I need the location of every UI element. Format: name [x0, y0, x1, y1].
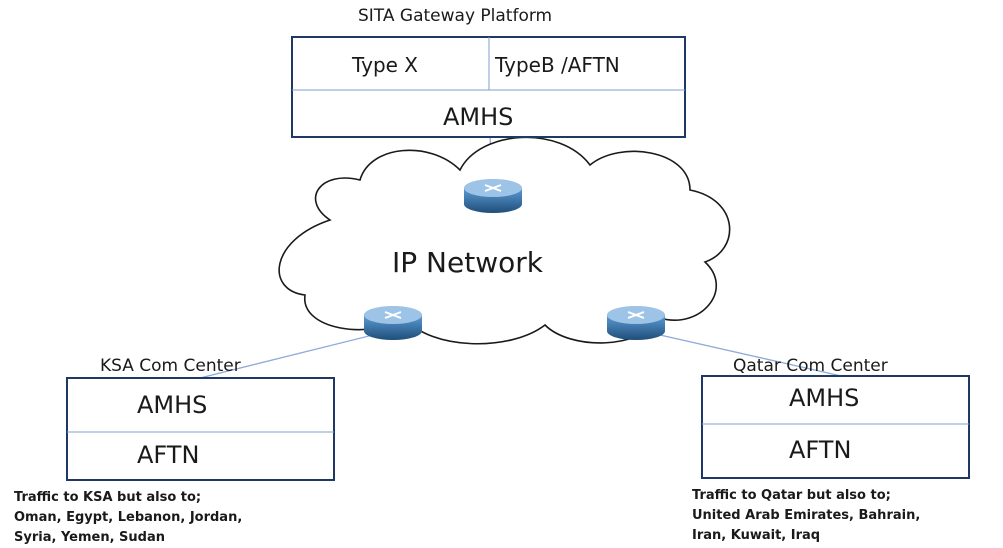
link-qatar-router [637, 329, 851, 379]
router-icon [464, 179, 522, 213]
qatar-traffic-note: Traffic to Qatar but also to; United Ara… [692, 486, 920, 546]
router-icon [607, 306, 665, 340]
link-ksa-router [199, 329, 394, 379]
sita-gateway-box [291, 36, 686, 138]
qatar-note-line-3: Iran, Kuwait, Iraq [692, 528, 821, 543]
sita-cell-typeb-aftn: TypeB /AFTN [495, 53, 620, 77]
qatar-box [701, 375, 970, 479]
qatar-amhs-label: AMHS [789, 384, 860, 412]
router-icon [364, 306, 422, 340]
ip-network-label: IP Network [392, 246, 543, 279]
ip-network-cloud [278, 136, 731, 345]
qatar-title: Qatar Com Center [733, 356, 888, 376]
ksa-note-line-1: Traffic to KSA but also to; [14, 490, 202, 505]
qatar-aftn-label: AFTN [789, 436, 852, 464]
ksa-amhs-label: AMHS [137, 391, 208, 419]
ksa-title: KSA Com Center [100, 356, 241, 376]
qatar-note-line-1: Traffic to Qatar but also to; [692, 488, 891, 503]
ksa-note-line-3: Syria, Yemen, Sudan [14, 530, 166, 545]
ksa-note-line-2: Oman, Egypt, Lebanon, Jordan, [14, 510, 243, 525]
sita-amhs-label: AMHS [443, 103, 514, 131]
sita-cell-type-x: Type X [352, 53, 418, 77]
ksa-box [66, 377, 335, 481]
qatar-note-line-2: United Arab Emirates, Bahrain, [692, 508, 921, 523]
ksa-traffic-note: Traffic to KSA but also to; Oman, Egypt,… [14, 488, 242, 548]
sita-title: SITA Gateway Platform [358, 6, 553, 26]
ksa-aftn-label: AFTN [137, 441, 200, 469]
